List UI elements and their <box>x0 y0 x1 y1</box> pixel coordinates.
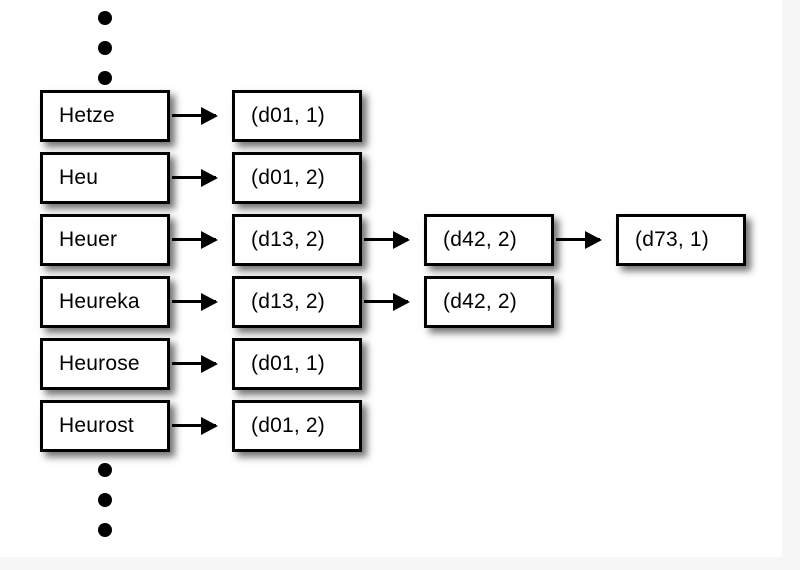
arrow-posting-to-next <box>364 300 408 303</box>
term-node[interactable]: Hetze <box>40 90 170 142</box>
term-label: Heurost <box>59 414 134 437</box>
posting-next2-label: (d73, 1) <box>635 228 709 251</box>
ellipsis-dot <box>98 523 112 537</box>
term-node[interactable]: Heurost <box>40 400 170 452</box>
term-label: Hetze <box>59 104 115 127</box>
term-node[interactable]: Heurose <box>40 338 170 390</box>
posting-label: (d13, 2) <box>251 290 325 313</box>
posting-node[interactable]: (d13, 2) <box>232 276 362 328</box>
arrow-term-to-posting <box>172 300 216 303</box>
posting-next-label: (d42, 2) <box>443 228 517 251</box>
ellipsis-dot <box>98 41 112 55</box>
posting-node[interactable]: (d13, 2) <box>232 214 362 266</box>
arrow-term-to-posting <box>172 362 216 365</box>
vertical-ellipsis-top-icon <box>98 11 114 85</box>
ellipsis-dot <box>98 493 112 507</box>
posting-label: (d01, 1) <box>251 104 325 127</box>
posting-next-node[interactable]: (d42, 2) <box>424 214 554 266</box>
term-label: Heurose <box>59 352 140 375</box>
posting-node[interactable]: (d01, 1) <box>232 338 362 390</box>
ellipsis-dot <box>98 11 112 25</box>
ellipsis-dot <box>98 463 112 477</box>
term-label: Heuer <box>59 228 118 251</box>
posting-label: (d13, 2) <box>251 228 325 251</box>
posting-label: (d01, 1) <box>251 352 325 375</box>
arrow-next-to-next2 <box>556 238 600 241</box>
arrow-term-to-posting <box>172 176 216 179</box>
posting-next2-node[interactable]: (d73, 1) <box>616 214 746 266</box>
posting-label: (d01, 2) <box>251 166 325 189</box>
posting-node[interactable]: (d01, 1) <box>232 90 362 142</box>
posting-node[interactable]: (d01, 2) <box>232 152 362 204</box>
page-edge-bottom <box>0 557 800 570</box>
arrow-term-to-posting <box>172 114 216 117</box>
term-label: Heureka <box>59 290 140 313</box>
posting-next-node[interactable]: (d42, 2) <box>424 276 554 328</box>
posting-next-label: (d42, 2) <box>443 290 517 313</box>
vertical-ellipsis-bottom-icon <box>98 463 114 537</box>
ellipsis-dot <box>98 71 112 85</box>
term-node[interactable]: Heuer <box>40 214 170 266</box>
diagram-canvas: Hetze (d01, 1) Heu (d01, 2) Heuer (d13, … <box>0 0 782 557</box>
posting-node[interactable]: (d01, 2) <box>232 400 362 452</box>
term-node[interactable]: Heureka <box>40 276 170 328</box>
term-node[interactable]: Heu <box>40 152 170 204</box>
posting-label: (d01, 2) <box>251 414 325 437</box>
arrow-term-to-posting <box>172 238 216 241</box>
term-label: Heu <box>59 166 99 189</box>
arrow-term-to-posting <box>172 424 216 427</box>
arrow-posting-to-next <box>364 238 408 241</box>
page-edge-right <box>782 0 800 570</box>
